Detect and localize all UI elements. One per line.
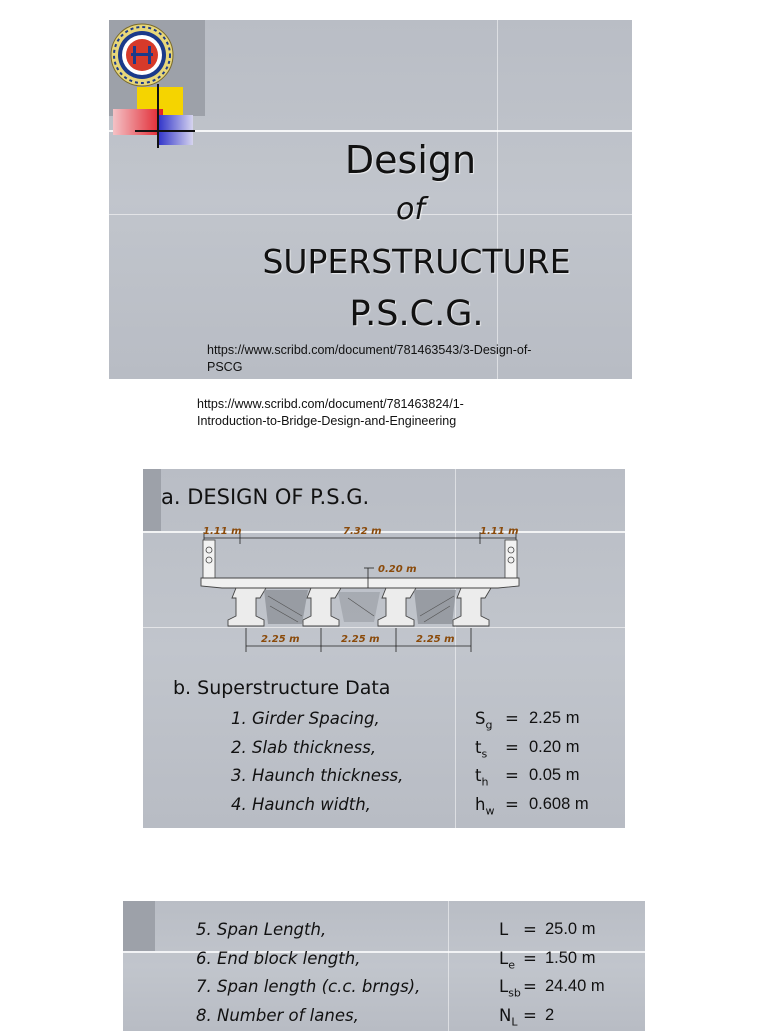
link-line: https://www.scribd.com/document/78146354… (207, 342, 531, 359)
data-row: 1. Girder Spacing, Sg = 2.25 m (143, 709, 625, 737)
dim-slab: 0.20 m (378, 564, 417, 575)
data-row-value: 24.40 m (545, 977, 605, 996)
data-row-value: 0.05 m (529, 766, 579, 785)
data-row-equals: = (523, 949, 537, 968)
data-row-label: 5. Span Length, (196, 920, 326, 939)
slide-corner-block (143, 469, 161, 531)
slide-title-main: SUPERSTRUCTURE (201, 242, 632, 281)
data-row-symbol: NL (499, 1006, 517, 1028)
dpwh-logo (109, 22, 175, 88)
caption-line: Introduction-to-Bridge-Design-and-Engine… (197, 413, 464, 430)
dim-overhang-left: 1.11 m (203, 526, 242, 537)
data-row-symbol: Lsb (499, 977, 521, 999)
data-row-value: 0.20 m (529, 738, 579, 757)
data-row-label: 8. Number of lanes, (196, 1006, 359, 1025)
data-row-label: 7. Span length (c.c. brngs), (196, 977, 420, 996)
section-heading-b: b. Superstructure Data (173, 677, 390, 699)
decor-line-vertical (157, 84, 159, 148)
section-heading-a: a. DESIGN OF P.S.G. (161, 485, 369, 509)
superstructure-data-continued-slide: 5. Span Length, L = 25.0 m 6. End block leng… (123, 901, 645, 1031)
dim-spacing-3: 2.25 m (416, 634, 455, 645)
data-row-equals: = (523, 977, 537, 996)
slide-source-link[interactable]: https://www.scribd.com/document/78146354… (207, 342, 531, 376)
data-row-value: 1.50 m (545, 949, 595, 968)
dim-spacing-2: 2.25 m (341, 634, 380, 645)
caption-line: https://www.scribd.com/document/78146382… (197, 396, 464, 413)
title-slide: Design of SUPERSTRUCTURE P.S.C.G. https:… (109, 20, 632, 379)
data-row: 4. Haunch width, hw = 0.608 m (143, 795, 625, 823)
data-row: 3. Haunch thickness, th = 0.05 m (143, 766, 625, 794)
slide-title-abbr: P.S.C.G. (201, 294, 632, 334)
data-row-symbol: ts (475, 738, 487, 760)
data-row-label: 2. Slab thickness, (231, 738, 376, 757)
data-row-label: 4. Haunch width, (231, 795, 371, 814)
data-row-symbol: th (475, 766, 488, 788)
data-row-equals: = (505, 709, 519, 728)
slide-title-of: of (189, 192, 632, 227)
data-row-symbol: Le (499, 949, 515, 971)
data-row-value: 2 (545, 1006, 554, 1025)
data-row-value: 25.0 m (545, 920, 595, 939)
data-row: 8. Number of lanes, NL = 2 (123, 1006, 645, 1031)
data-row-symbol: hw (475, 795, 494, 817)
data-row: 6. End block length, Le = 1.50 m (123, 949, 645, 977)
data-row-label: 3. Haunch thickness, (231, 766, 403, 785)
data-row: 7. Span length (c.c. brngs), Lsb= 24.40 m (123, 977, 645, 1005)
data-row-equals: = (505, 766, 519, 785)
source-caption[interactable]: https://www.scribd.com/document/78146382… (197, 396, 464, 430)
link-line: PSCG (207, 359, 531, 376)
dim-roadway: 7.32 m (343, 526, 382, 537)
data-row-value: 0.608 m (529, 795, 589, 814)
slide-title: Design (189, 138, 632, 182)
dim-spacing-1: 2.25 m (261, 634, 300, 645)
data-row-label: 6. End block length, (196, 949, 360, 968)
data-row: 5. Span Length, L = 25.0 m (123, 920, 645, 948)
data-row-symbol: L (499, 920, 508, 939)
data-row-equals: = (523, 920, 537, 939)
dim-overhang-right: 1.11 m (480, 526, 519, 537)
data-row-equals: = (505, 738, 519, 757)
data-row-equals: = (505, 795, 519, 814)
girder-cross-section: 1.11 m 7.32 m 1.11 m (198, 524, 528, 659)
decor-line-horizontal (135, 130, 195, 132)
data-row: 2. Slab thickness, ts = 0.20 m (143, 738, 625, 766)
data-row-value: 2.25 m (529, 709, 579, 728)
psg-design-slide: a. DESIGN OF P.S.G. 1.11 m 7.32 m 1.11 m (143, 469, 625, 828)
data-row-symbol: Sg (475, 709, 492, 731)
data-row-label: 1. Girder Spacing, (231, 709, 380, 728)
data-row-equals: = (523, 1006, 537, 1025)
